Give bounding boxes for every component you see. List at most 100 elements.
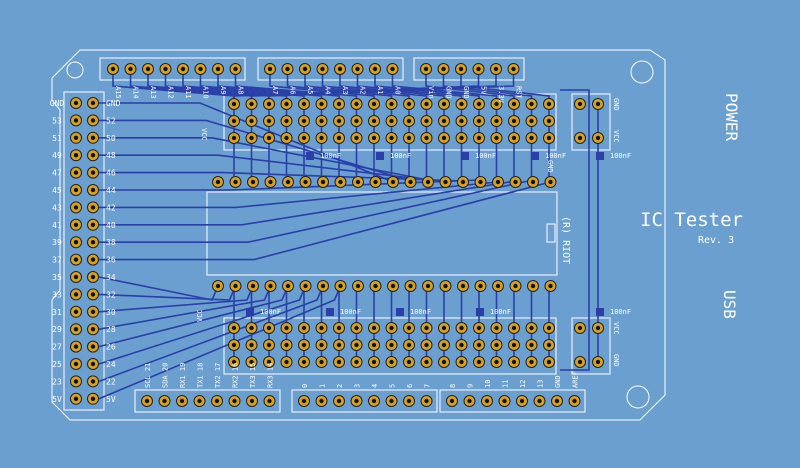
pad-drill: [441, 66, 446, 72]
pad-drill: [90, 170, 96, 175]
pad-drill: [319, 398, 324, 404]
bottom-pin-label: TX3 15: [249, 363, 257, 388]
usb-label: USB: [720, 290, 739, 319]
pad-drill: [476, 342, 482, 348]
top-pin-label: A15: [114, 86, 122, 99]
pad-drill: [73, 187, 79, 193]
pad-drill: [90, 327, 96, 332]
pad-drill: [441, 342, 447, 348]
pad-drill: [268, 179, 273, 185]
top-pin-label: A14: [132, 86, 140, 99]
top-pin-label: GND: [445, 86, 453, 99]
bottom-pin-label: 2: [336, 384, 344, 388]
fanout-trace: [99, 154, 446, 183]
pad-drill: [249, 342, 254, 348]
pad-drill: [233, 66, 238, 72]
pad-drill: [319, 342, 324, 348]
pad-drill: [460, 283, 466, 289]
pad-drill: [301, 398, 307, 404]
pad-drill: [371, 398, 377, 404]
pad-drill: [476, 118, 482, 124]
pad-drill: [128, 66, 133, 72]
pad-drill: [459, 325, 464, 331]
pad-drill: [529, 101, 534, 107]
pad-drill: [90, 222, 96, 227]
pad-drill: [424, 398, 429, 404]
pad-drill: [371, 101, 377, 107]
pad-drill: [90, 135, 96, 140]
left-header-outline: [63, 91, 105, 411]
bottom-pin-label: 9: [467, 384, 475, 388]
pad-drill: [90, 257, 96, 262]
bottom-pin-label: 10: [484, 380, 492, 388]
pad-drill: [73, 222, 79, 227]
bottom-pin-label: RX3 14: [267, 363, 275, 388]
mount-hole-top: [630, 60, 654, 84]
bottom-pin-label: 13: [537, 380, 545, 388]
right-pin-label: 44: [106, 186, 116, 195]
pad-drill: [424, 101, 429, 107]
bottom-pin-label: 11: [502, 380, 510, 388]
pad-drill: [424, 325, 429, 331]
pad-drill: [371, 135, 377, 141]
pad-drill: [90, 344, 96, 349]
pad-drill: [354, 342, 359, 348]
pad-drill: [441, 359, 447, 365]
pad-drill: [478, 179, 483, 185]
bottom-pin-label: AREF: [572, 371, 580, 388]
pad-drill: [373, 179, 378, 185]
pad-drill: [459, 342, 464, 348]
pad-drill: [476, 135, 482, 141]
capacitor-label: 100nF: [410, 308, 431, 316]
pad-drill: [354, 101, 359, 107]
right-pin-label: 28: [106, 325, 116, 334]
capacitor: [461, 152, 469, 160]
top-pin-label: A7: [271, 86, 279, 94]
right-pin-label: GND: [106, 99, 121, 108]
pad-drill: [513, 283, 518, 289]
pad-drill: [513, 179, 518, 185]
pad-drill: [90, 118, 96, 123]
top-pin-label: A12: [167, 86, 175, 99]
pad-drill: [425, 179, 431, 185]
pad-drill: [268, 283, 273, 289]
pad-drill: [336, 359, 342, 365]
pad-drill: [373, 283, 378, 289]
pad-drill: [284, 359, 289, 365]
pad-drill: [266, 325, 272, 331]
power-trace: [560, 89, 590, 371]
pad-drill: [577, 135, 583, 141]
top-pin-label: Vin: [427, 86, 435, 99]
pad-drill: [73, 379, 79, 384]
pad-drill: [266, 118, 272, 124]
capacitor-label: 100nF: [490, 308, 511, 316]
trace-layer: [98, 74, 599, 400]
right-pin-label: 5V: [106, 395, 116, 404]
pad-drill: [249, 118, 254, 124]
pad-drill: [354, 398, 359, 404]
pad-drill: [301, 342, 307, 348]
pad-drill: [572, 398, 577, 404]
pad-drill: [595, 101, 601, 107]
right-pin-label: 22: [106, 377, 116, 386]
top-pin-label: A8: [237, 86, 245, 94]
socket-notch: [546, 223, 556, 243]
pad-drill: [511, 135, 517, 141]
pad-drill: [467, 398, 472, 404]
board-title: IC Tester: [640, 209, 743, 231]
bottom-header-outline-3: [439, 389, 586, 413]
fanout-trace: [99, 102, 394, 183]
bottom-pin-label: 12: [519, 380, 527, 388]
top-pin-label: A3: [341, 86, 349, 94]
pad-drill: [73, 327, 79, 332]
pad-drill: [389, 398, 394, 404]
pad-drill: [73, 240, 79, 245]
pad-drill: [285, 179, 291, 185]
bottom-pin-label: TX1 18: [197, 363, 205, 388]
pad-drill: [301, 359, 307, 365]
capacitor: [596, 152, 604, 160]
pad-drill: [493, 66, 499, 72]
pad-drill: [390, 283, 396, 289]
top-pin-label: GND: [462, 86, 470, 99]
capacitor: [531, 152, 539, 160]
